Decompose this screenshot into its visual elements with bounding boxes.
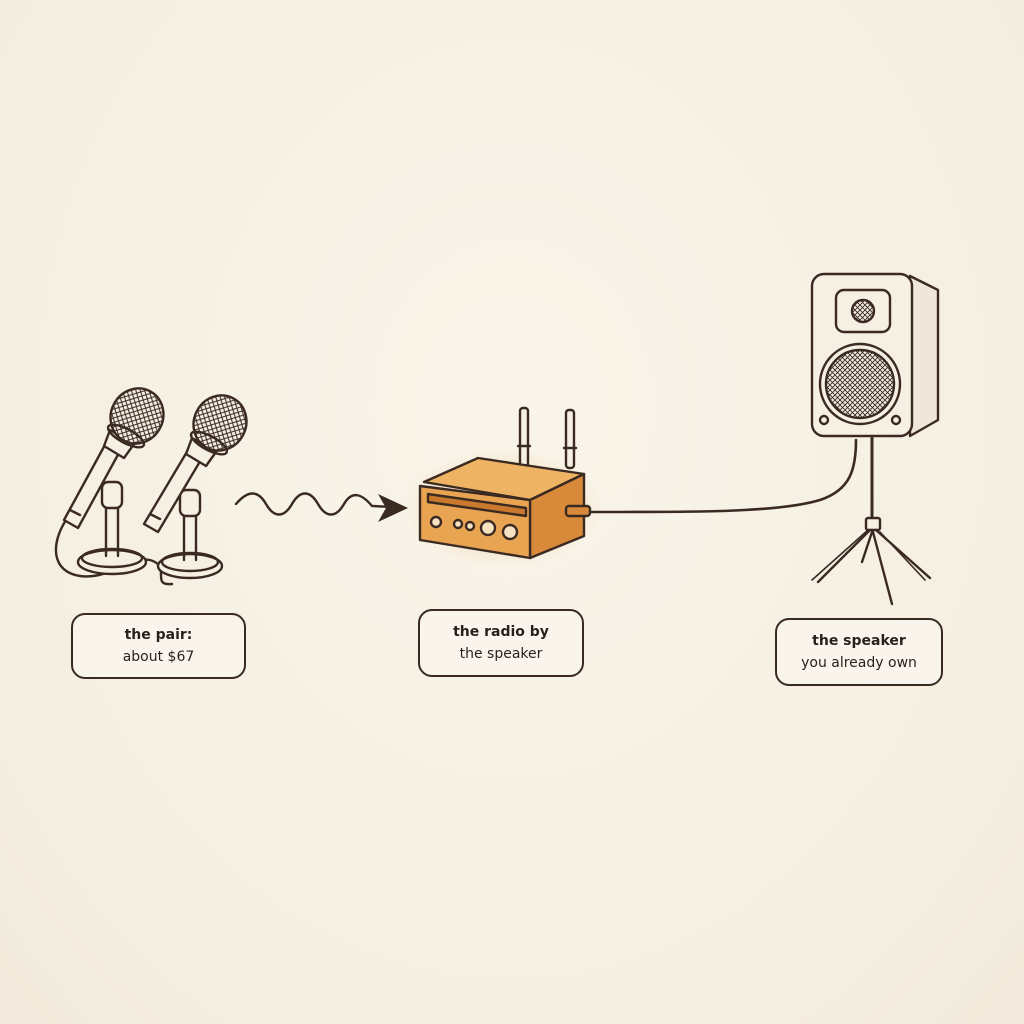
receiver-label-line2: the speaker bbox=[459, 646, 543, 662]
speaker-label: the speaker you already own bbox=[775, 618, 943, 686]
audio-cable-icon bbox=[588, 438, 858, 514]
wireless-signal-wave-icon bbox=[234, 492, 408, 522]
speaker-on-tripod-icon bbox=[810, 272, 940, 606]
mic-pair-label-price: about $67 bbox=[122, 649, 195, 665]
mic-pair-label-title: the pair: bbox=[124, 627, 193, 643]
microphone-pair-icon bbox=[54, 387, 248, 586]
wireless-receiver-icon bbox=[403, 406, 603, 568]
mic-pair-label: the pair: about $67 bbox=[71, 613, 246, 679]
speaker-label-line2: you already own bbox=[801, 655, 917, 671]
receiver-label-line1: the radio by bbox=[453, 624, 549, 640]
receiver-label: the radio by the speaker bbox=[418, 609, 584, 677]
speaker-label-line1: the speaker bbox=[812, 633, 906, 649]
